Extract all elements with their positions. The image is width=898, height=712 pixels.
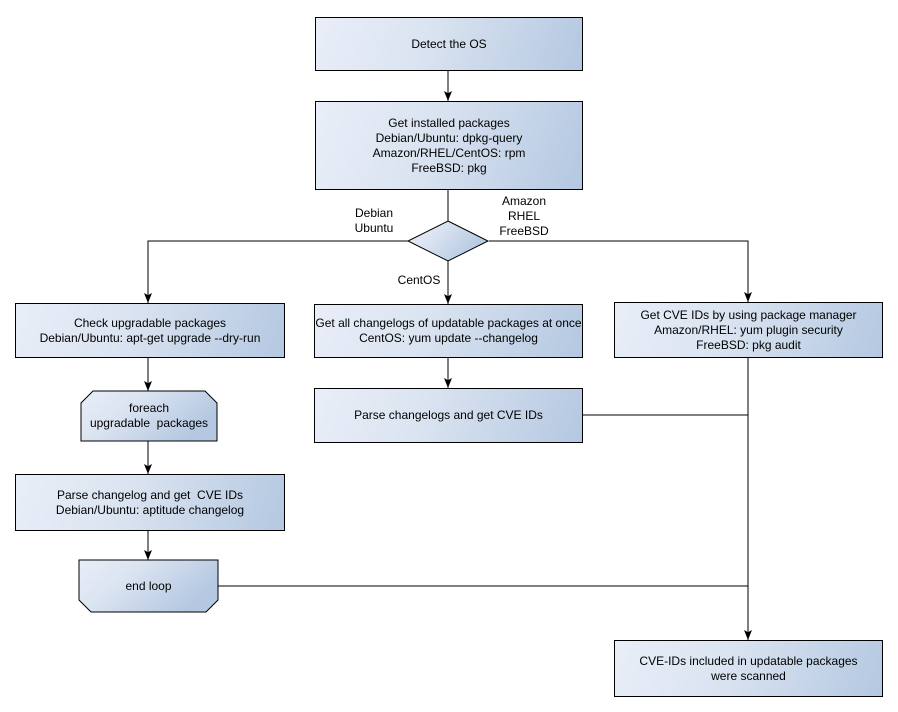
node-parse-changelogs-centos-label: Parse changelogs and get CVE IDs [354, 408, 543, 422]
edge-label-debian-ubuntu: Debian Ubuntu [354, 206, 394, 235]
node-get-cve-ids-package-manager: Get CVE IDs by using package manager Ama… [614, 302, 883, 358]
node-scan-result-label: CVE-IDs included in updatable packages w… [639, 653, 858, 683]
connector-decision-to-debian-branch [144, 240, 409, 303]
node-scan-result: CVE-IDs included in updatable packages w… [614, 640, 883, 697]
node-parse-changelog-debian-label: Parse changelog and get CVE IDs Debian/U… [55, 487, 245, 517]
node-end-loop-label: end loop [125, 578, 172, 593]
node-get-cve-ids-package-manager-label: Get CVE IDs by using package manager Ama… [640, 307, 857, 352]
node-parse-changelog-debian: Parse changelog and get CVE IDs Debian/U… [15, 474, 285, 531]
node-end-loop: end loop [79, 560, 218, 612]
node-get-installed-packages-label: Get installed packages Debian/Ubuntu: dp… [372, 115, 526, 175]
node-check-upgradable-packages: Check upgradable packages Debian/Ubuntu:… [15, 303, 285, 358]
node-get-all-changelogs-label: Get all changelogs of updatable packages… [315, 316, 582, 345]
node-foreach-loop-start-label: foreach upgradable packages [89, 401, 209, 430]
connector-decision-to-freebsd-branch [489, 240, 752, 302]
node-foreach-loop-start: foreach upgradable packages [81, 391, 217, 441]
foreach-loop-start-shape [80, 390, 218, 442]
node-check-upgradable-packages-label: Check upgradable packages Debian/Ubuntu:… [39, 315, 261, 345]
node-detect-os: Detect the OS [315, 17, 583, 71]
node-parse-changelogs-centos: Parse changelogs and get CVE IDs [314, 388, 583, 443]
edge-label-centos: CentOS [397, 273, 441, 287]
node-detect-os-label: Detect the OS [411, 36, 487, 51]
node-get-all-changelogs: Get all changelogs of updatable packages… [314, 304, 583, 358]
node-get-installed-packages: Get installed packages Debian/Ubuntu: dp… [315, 101, 583, 190]
os-decision-diamond [406, 220, 490, 262]
end-loop-shape [78, 559, 219, 613]
edge-label-amazon-rhel-freebsd: Amazon RHEL FreeBSD [499, 194, 549, 238]
